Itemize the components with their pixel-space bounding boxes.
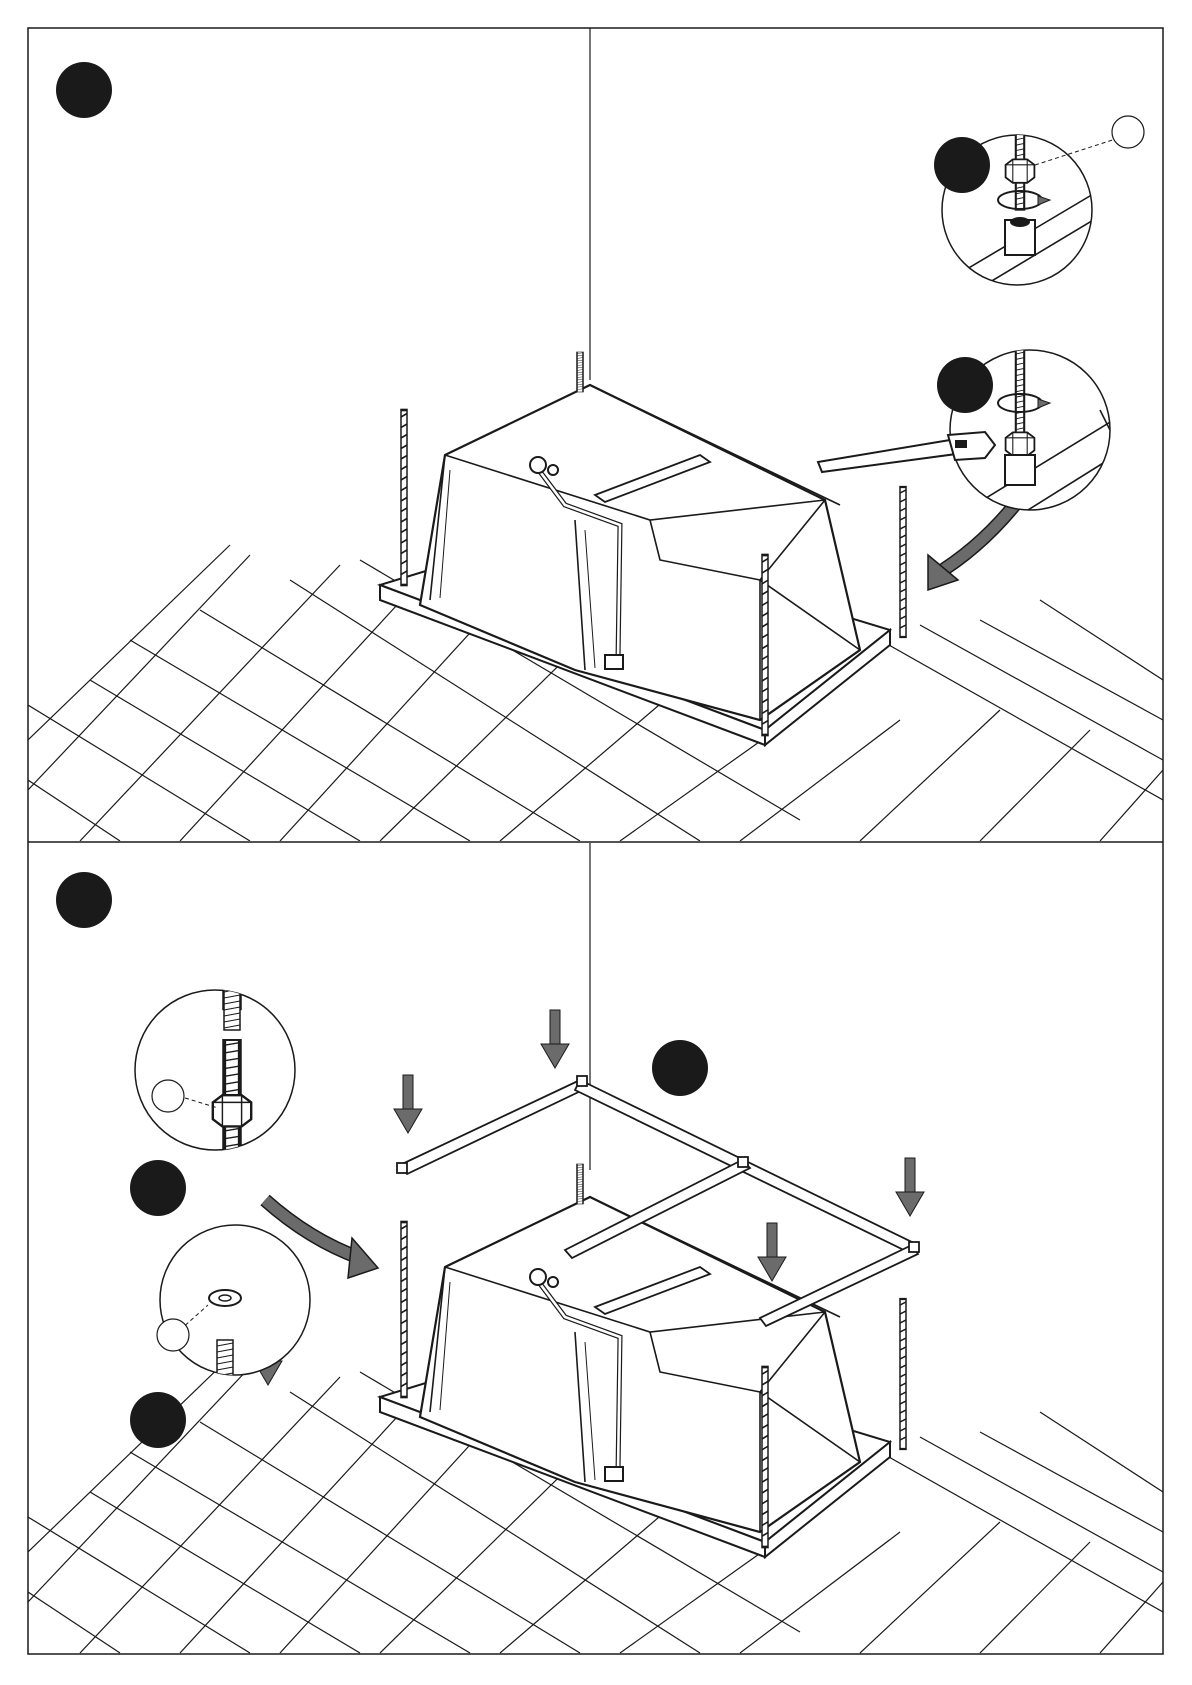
detail-marker	[937, 357, 993, 413]
threaded-rod-icon	[762, 1367, 768, 1547]
threaded-rod-icon	[577, 352, 583, 392]
nut-icon	[1006, 432, 1035, 455]
threaded-rod-icon	[577, 1164, 583, 1204]
threaded-rod-icon	[401, 410, 407, 585]
callout-circle	[157, 1319, 189, 1351]
nut-icon	[213, 1095, 251, 1126]
nut-icon	[1006, 159, 1035, 182]
callout-circle	[152, 1080, 184, 1112]
threaded-rod-icon	[401, 1222, 407, 1397]
threaded-rod-icon	[900, 487, 906, 637]
detail-marker	[130, 1392, 186, 1448]
step-marker	[56, 872, 112, 928]
threaded-rod-icon	[900, 1299, 906, 1449]
detail-marker	[934, 137, 990, 193]
detail-marker	[130, 1160, 186, 1216]
threaded-rod-icon	[762, 555, 768, 735]
callout-circle	[1112, 116, 1144, 148]
frame-marker	[652, 1040, 708, 1096]
step-marker	[56, 62, 112, 118]
